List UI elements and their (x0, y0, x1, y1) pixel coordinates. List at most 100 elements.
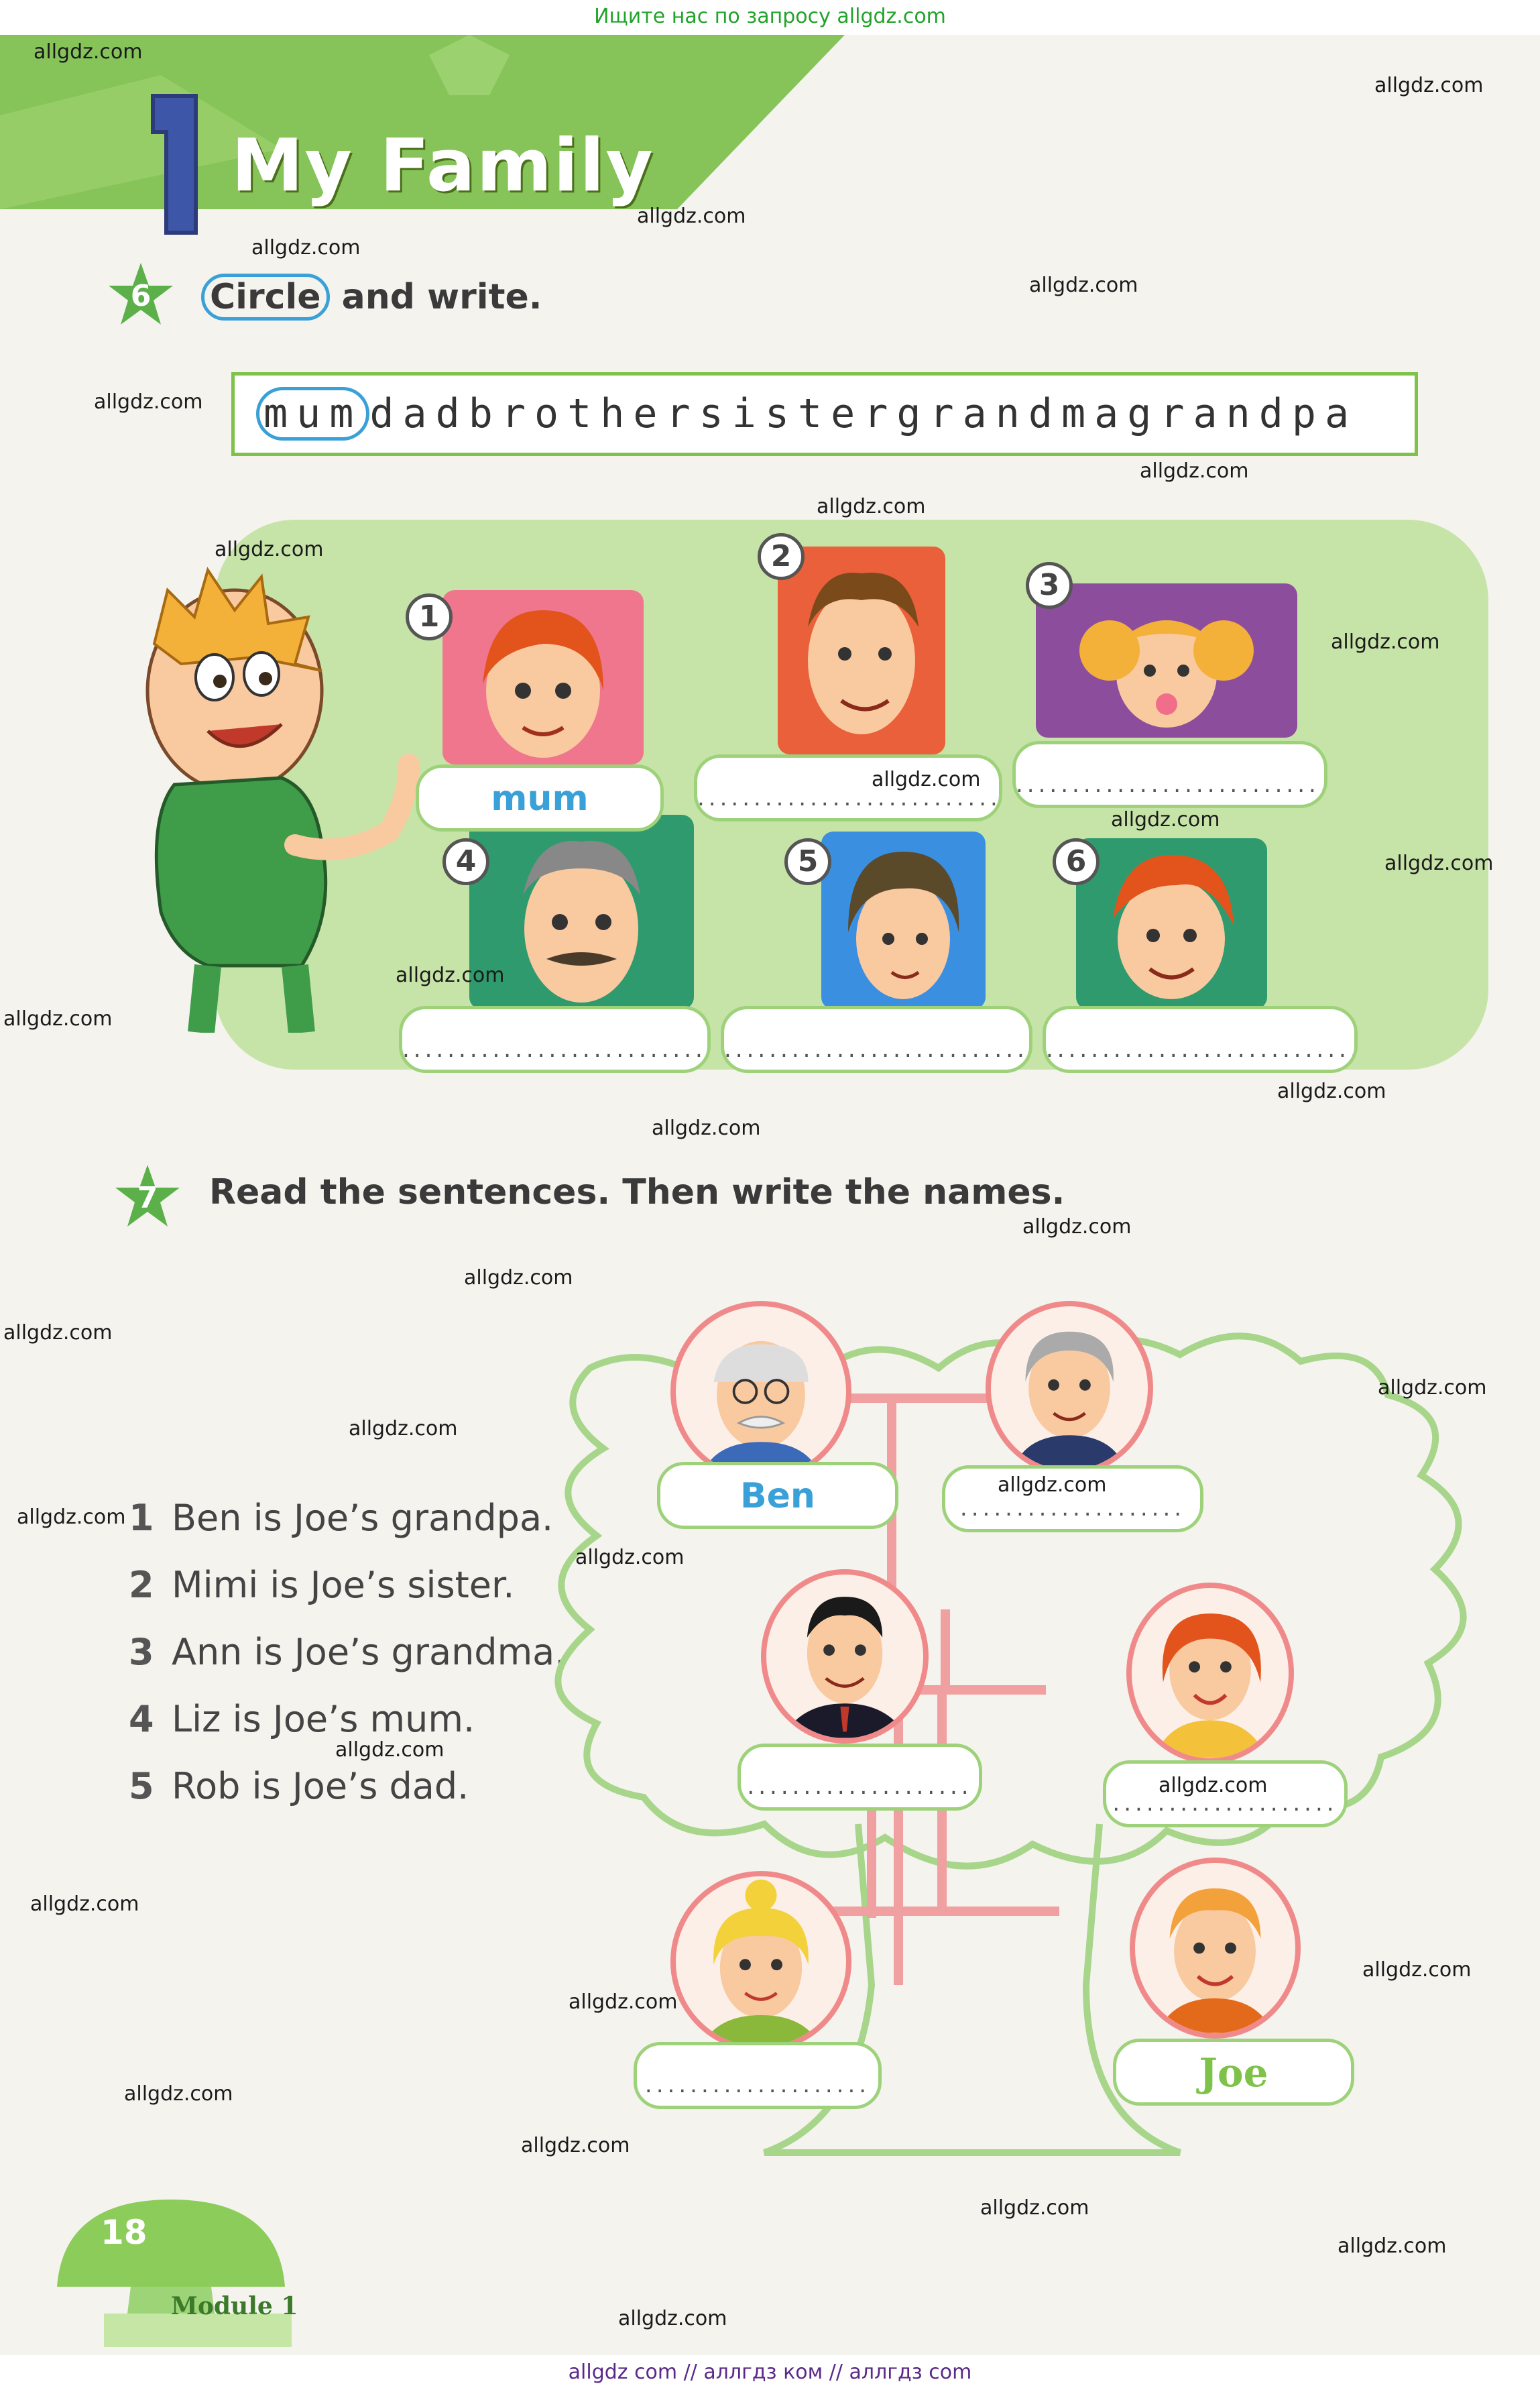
watermark: allgdz.com (980, 2196, 1089, 2220)
sentence-5-text: Rob is Joe’s dad. (172, 1765, 469, 1807)
sentence-5-number: 5 (129, 1765, 154, 1807)
exercise-6-heading: Circle and write. (201, 274, 542, 321)
boy-character-image (145, 567, 420, 1033)
watermark: allgdz.com (464, 1266, 573, 1290)
answer-box-4[interactable]: ............................. (399, 1006, 711, 1073)
item-number-2: 2 (758, 533, 805, 580)
watermark: allgdz.com (1159, 1774, 1268, 1797)
exercise-7-star: 7 (114, 1163, 181, 1231)
watermark: allgdz.com (618, 2307, 727, 2330)
watermark: allgdz.com (637, 205, 746, 228)
face-photo-6 (1076, 838, 1267, 1009)
watermark: allgdz.com (34, 40, 143, 64)
watermark: allgdz.com (1331, 630, 1440, 654)
face-photo-2 (778, 547, 945, 754)
apple-grandma (986, 1301, 1153, 1475)
apple-joe (1130, 1858, 1301, 2039)
watermark: allgdz.com (396, 964, 505, 987)
watermark: allgdz.com (1362, 1958, 1472, 1982)
answer-box-3[interactable]: ............................. (1012, 741, 1327, 808)
answer-box-2[interactable]: ............................. (694, 754, 1002, 821)
sentence-3-text: Ann is Joe’s grandma. (172, 1631, 567, 1673)
watermark: allgdz.com (1022, 1215, 1132, 1239)
sentence-3-number: 3 (129, 1631, 154, 1673)
watermark: allgdz.com (30, 1892, 139, 1916)
watermark: allgdz.com (575, 1546, 685, 1569)
watermark: allgdz.com (1378, 1376, 1487, 1400)
sentence-2-text: Mimi is Joe’s sister. (172, 1564, 515, 1606)
watermark: allgdz.com (349, 1417, 458, 1440)
watermark: allgdz.com (998, 1473, 1107, 1497)
exercise-7-number: 7 (137, 1181, 158, 1215)
page-footer-mushroom (57, 2200, 292, 2347)
watermark: allgdz.com (652, 1117, 761, 1140)
tree-label-sister[interactable]: .................... (634, 2042, 882, 2109)
apple-sister (670, 1871, 851, 2052)
exercise-7-heading: Read the sentences. Then write the names… (209, 1172, 1065, 1212)
face-photo-1 (442, 590, 644, 764)
sentence-1-text: Ben is Joe’s grandpa. (172, 1497, 554, 1539)
item-number-6: 6 (1053, 838, 1100, 885)
watermark: allgdz.com (94, 390, 203, 414)
module-label: Module 1 (171, 2292, 298, 2320)
unit-title: My Family (231, 124, 654, 208)
watermark: allgdz.com (569, 1990, 678, 2014)
unit-number: 1 (137, 94, 138, 95)
watermark: allgdz.com (521, 2134, 630, 2157)
item-number-5: 5 (784, 838, 831, 885)
tree-label-grandma[interactable]: .................... (942, 1465, 1203, 1532)
item-number-3: 3 (1026, 562, 1073, 609)
exercise-6-star: 6 (107, 262, 174, 329)
face-photo-5 (821, 832, 986, 1009)
bottom-site-note: allgdz com // аллгдз ком // аллгдз com (0, 2355, 1540, 2390)
heading-circle-word: Circle (201, 274, 330, 321)
watermark: allgdz.com (1338, 2234, 1447, 2258)
watermark: allgdz.com (817, 495, 926, 518)
sentence-1-number: 1 (129, 1497, 154, 1539)
apple-dad (761, 1569, 929, 1744)
page-number: 18 (101, 2213, 147, 2252)
answer-box-5[interactable]: ............................. (721, 1006, 1032, 1073)
apple-grandpa (670, 1301, 851, 1482)
sentence-4: 4 Liz is Joe’s mum. (129, 1698, 475, 1740)
tree-label-dad[interactable]: .................... (737, 1744, 982, 1811)
heading-rest: and write. (329, 277, 542, 317)
face-photo-3 (1036, 583, 1297, 738)
watermark: allgdz.com (1029, 274, 1138, 297)
watermark: allgdz.com (872, 768, 981, 791)
sentence-2: 2 Mimi is Joe’s sister. (129, 1564, 514, 1606)
item-number-4: 4 (442, 838, 489, 885)
tree-label-mum[interactable]: .................... (1103, 1760, 1348, 1827)
sentence-1: 1 Ben is Joe’s grandpa. (129, 1497, 553, 1539)
sentence-5: 5 Rob is Joe’s dad. (129, 1765, 469, 1807)
sentence-4-text: Liz is Joe’s mum. (172, 1698, 475, 1740)
watermark: allgdz.com (3, 1007, 113, 1031)
watermark: allgdz.com (3, 1321, 113, 1345)
answer-box-6[interactable]: ............................. (1043, 1006, 1358, 1073)
title-banner (0, 35, 845, 209)
item-number-1: 1 (406, 593, 453, 640)
exercise-6-number: 6 (130, 279, 152, 313)
watermark: allgdz.com (251, 236, 361, 260)
watermark: allgdz.com (1384, 852, 1494, 875)
watermark: allgdz.com (1374, 74, 1484, 97)
watermark: allgdz.com (215, 538, 324, 561)
sentence-4-number: 4 (129, 1698, 154, 1740)
tree-label-joe: Joe (1113, 2039, 1354, 2106)
sentence-3: 3 Ann is Joe’s grandma. (129, 1631, 566, 1673)
apple-mum (1126, 1583, 1294, 1764)
watermark: allgdz.com (1111, 808, 1220, 832)
circled-word: mum (256, 387, 370, 441)
unit-number-graphic: 1 (137, 94, 198, 235)
face-photo-4 (469, 815, 694, 1009)
answer-box-1: mum (416, 764, 664, 832)
sentence-2-number: 2 (129, 1564, 154, 1606)
letter-string: dadbrothersistergrandmagrandpa (369, 390, 1358, 437)
watermark: allgdz.com (17, 1505, 126, 1529)
watermark: allgdz.com (335, 1738, 445, 1762)
watermark: allgdz.com (124, 2082, 233, 2106)
watermark: allgdz.com (1277, 1080, 1386, 1103)
watermark: allgdz.com (1140, 459, 1249, 483)
top-search-note: Ищите нас по запросу allgdz.com (0, 0, 1540, 35)
